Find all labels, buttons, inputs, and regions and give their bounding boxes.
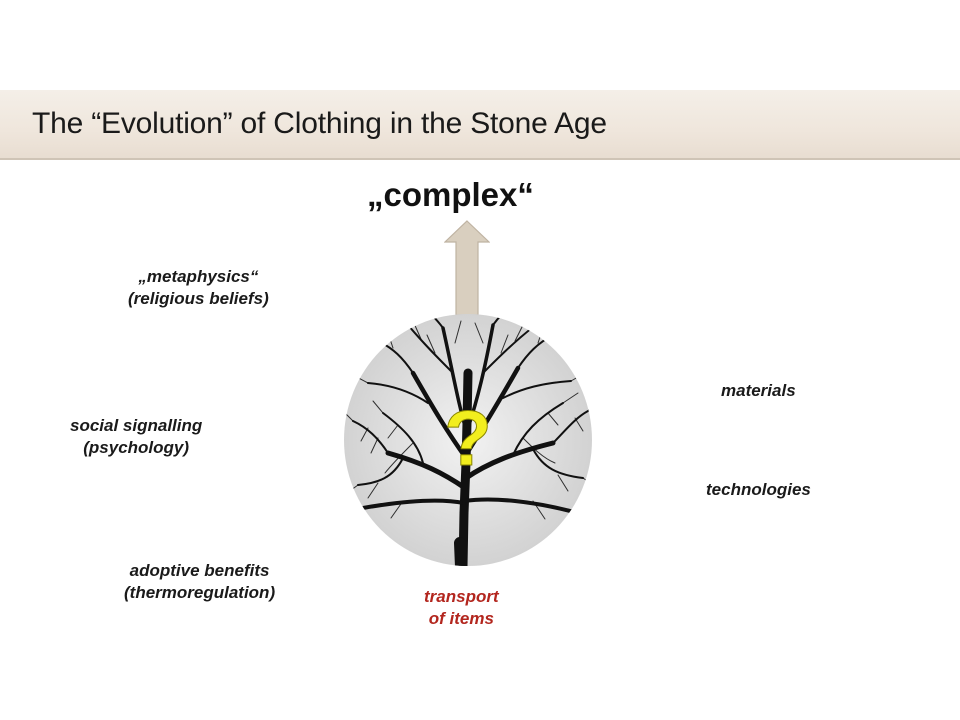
complex-heading: „complex“ <box>367 176 534 213</box>
label-adoptive-line2: (thermoregulation) <box>124 583 276 602</box>
label-adoptive-benefits: adoptive benefits (thermoregulation) <box>124 560 275 604</box>
label-metaphysics-line2: (religious beliefs) <box>128 289 269 308</box>
label-adoptive-line1: adoptive benefits <box>129 561 270 580</box>
bare-tree-icon: ? <box>344 314 592 566</box>
label-transport-line1: transport <box>424 587 499 606</box>
label-metaphysics: „metaphysics“ (religious beliefs) <box>128 266 269 310</box>
label-metaphysics-line1: „metaphysics“ <box>138 267 259 286</box>
label-materials: materials <box>721 381 796 400</box>
label-transport-line2: of items <box>428 609 494 628</box>
slide-title: The “Evolution” of Clothing in the Stone… <box>32 107 607 140</box>
label-social-line1: social signalling <box>70 416 203 435</box>
label-social-signalling: social signalling (psychology) <box>70 415 202 459</box>
question-mark: ? <box>444 394 492 482</box>
arrow-up-icon <box>444 220 490 316</box>
label-technologies: technologies <box>706 480 811 499</box>
title-band: The “Evolution” of Clothing in the Stone… <box>0 90 960 160</box>
label-transport-of-items: transport of items <box>424 586 499 630</box>
label-social-line2: (psychology) <box>83 438 190 457</box>
